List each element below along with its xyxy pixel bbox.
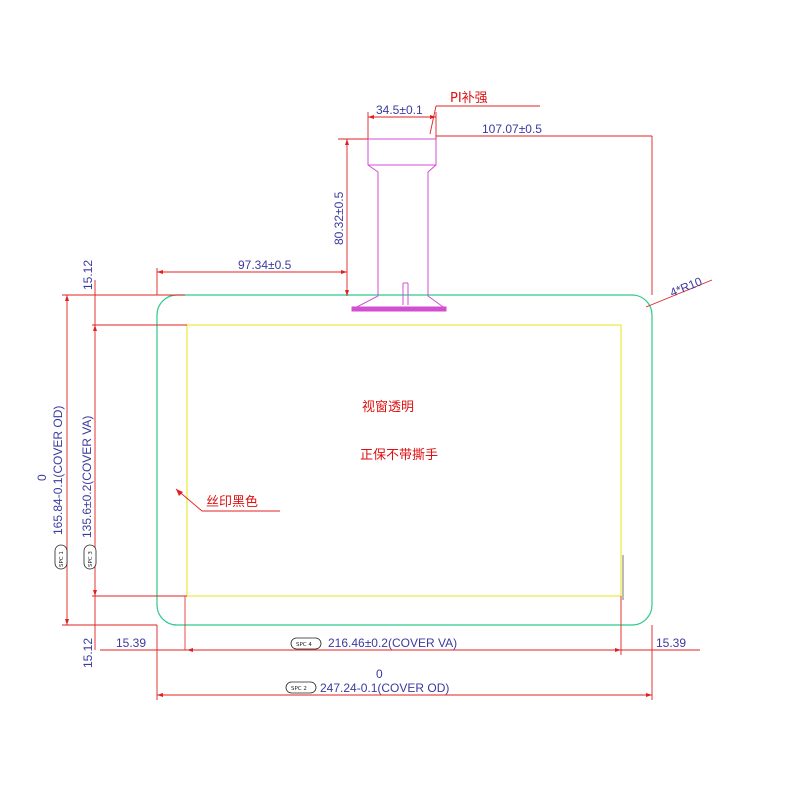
dim-tail-offset-left: 97.34±0.5 xyxy=(238,258,292,272)
cover-outline xyxy=(156,294,653,626)
svg-text:SPC 4: SPC 4 xyxy=(296,642,312,648)
dim-va-width: 216.46±0.2(COVER VA) xyxy=(328,636,457,650)
note-silkscreen-black: 丝印黑色 xyxy=(206,494,258,510)
dimension-lines xyxy=(62,105,713,700)
arrow-heads xyxy=(65,115,652,697)
note-no-tear-tape: 正保不带撕手 xyxy=(360,448,438,463)
spc-badge-3: SPC 3 xyxy=(83,544,97,570)
note-pi-stiffener: PI补强 xyxy=(450,91,488,106)
dim-od-height-zero: 0 xyxy=(35,474,49,481)
dim-tail-length: 80.32±0.5 xyxy=(332,191,346,245)
dim-od-width-zero: 0 xyxy=(376,667,383,681)
spc-badge-2: SPC 2 xyxy=(285,681,317,694)
dim-pi-width: 34.5±0.1 xyxy=(376,103,423,117)
svg-text:SPC 1: SPC 1 xyxy=(59,551,65,567)
svg-text:SPC 3: SPC 3 xyxy=(88,551,94,567)
dim-bottom-margin: 15.12 xyxy=(81,638,95,668)
dim-od-height: 165.84-0.1(COVER OD) xyxy=(51,406,65,535)
dim-corner-radius: 4*R10 xyxy=(668,274,704,300)
dim-top-margin: 15.12 xyxy=(81,260,95,290)
svg-text:SPC 2: SPC 2 xyxy=(291,686,307,692)
dim-left-margin: 15.39 xyxy=(116,636,146,650)
fpc-tail xyxy=(351,138,447,312)
spc-badge-1: SPC 1 xyxy=(54,544,68,570)
view-area-outline xyxy=(186,324,622,597)
spc-badge-4: SPC 4 xyxy=(290,637,322,650)
dim-right-margin: 15.39 xyxy=(656,636,686,650)
dim-od-width: 247.24-0.1(COVER OD) xyxy=(320,681,449,695)
dim-tail-offset-right: 107.07±0.5 xyxy=(482,122,542,136)
dim-va-height: 135.6±0.2(COVER VA) xyxy=(80,416,94,538)
note-window-transparent: 视窗透明 xyxy=(362,399,414,415)
